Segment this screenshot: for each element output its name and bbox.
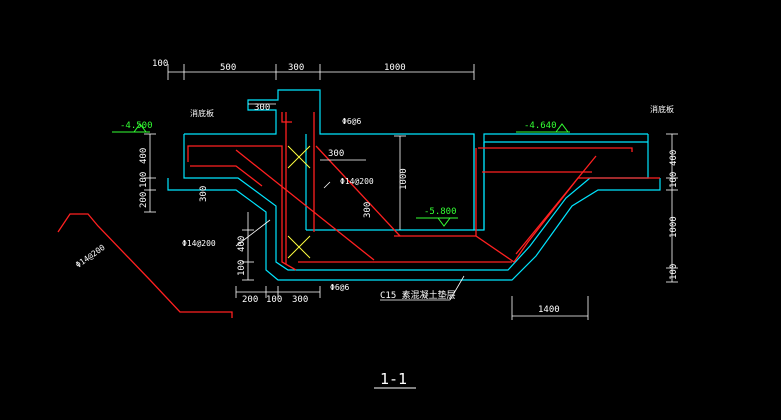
dim-bottom-1400: 1400 [538, 305, 560, 315]
cross-markers [287, 145, 311, 259]
dim-left-100: 100 [139, 172, 149, 188]
dim-mid-300: 300 [328, 149, 344, 159]
dim-right-100b: 100 [669, 264, 679, 280]
rebar-note-left: Φ14@200 [182, 239, 216, 248]
level-left: -4.500 [120, 121, 153, 131]
dim-top-1000: 1000 [384, 63, 406, 73]
level-bottom: -5.800 [424, 207, 457, 217]
dim-left-200: 200 [139, 192, 149, 208]
dim-right-1000: 1000 [669, 216, 679, 238]
rebar-diagonal-1 [235, 149, 375, 261]
dim-inner-400: 400 [237, 236, 247, 252]
dim-notch-300: 300 [254, 103, 270, 113]
dimension-lines [144, 64, 678, 320]
dim-slope-300: 300 [199, 186, 209, 202]
dim-top-100: 100 [152, 59, 168, 69]
rebar [57, 112, 660, 318]
dim-top-500: 500 [220, 63, 236, 73]
rebar-note-mid: Φ14@200 [340, 177, 374, 186]
tag-left: 消底板 [190, 108, 214, 118]
dim-vertical-1000: 1000 [399, 168, 409, 190]
dim-right-400: 400 [669, 150, 679, 166]
tag-right: 消底板 [650, 104, 674, 114]
dim-bottom-100: 100 [266, 295, 282, 305]
section-title: 1-1 [380, 370, 407, 388]
labels: 100 500 300 1000 300 300 1000 300 300 40… [74, 59, 679, 389]
dim-inner-100: 100 [237, 260, 247, 276]
rebar-left-slope [190, 165, 263, 187]
rebar-note-far-left: Φ14@200 [74, 243, 107, 270]
rebar-right-slope [475, 148, 660, 263]
dim-bottom-200: 200 [242, 295, 258, 305]
level-right: -4.640 [524, 121, 557, 131]
dim-top-300: 300 [288, 63, 304, 73]
rebar-diagonal-2 [315, 145, 401, 237]
level-markers [112, 123, 570, 227]
rebar-note-top: Φ6@6 [342, 117, 361, 126]
concrete-note: C15 素混凝土垫层 [380, 289, 456, 301]
rebar-right-top [478, 147, 633, 152]
dim-left-400: 400 [139, 148, 149, 164]
dim-right-100a: 100 [669, 172, 679, 188]
rebar-left-top [187, 145, 297, 271]
dim-vertical-300: 300 [363, 202, 373, 218]
rebar-hook-top [281, 112, 292, 123]
rebar-note-bottom: Φ6@6 [330, 283, 349, 292]
rebar-far-left-stair [57, 213, 233, 318]
wall-top-outline [184, 89, 648, 231]
outer-outline [167, 178, 661, 281]
dim-bottom-300: 300 [292, 295, 308, 305]
rebar-right-diag [515, 155, 597, 255]
